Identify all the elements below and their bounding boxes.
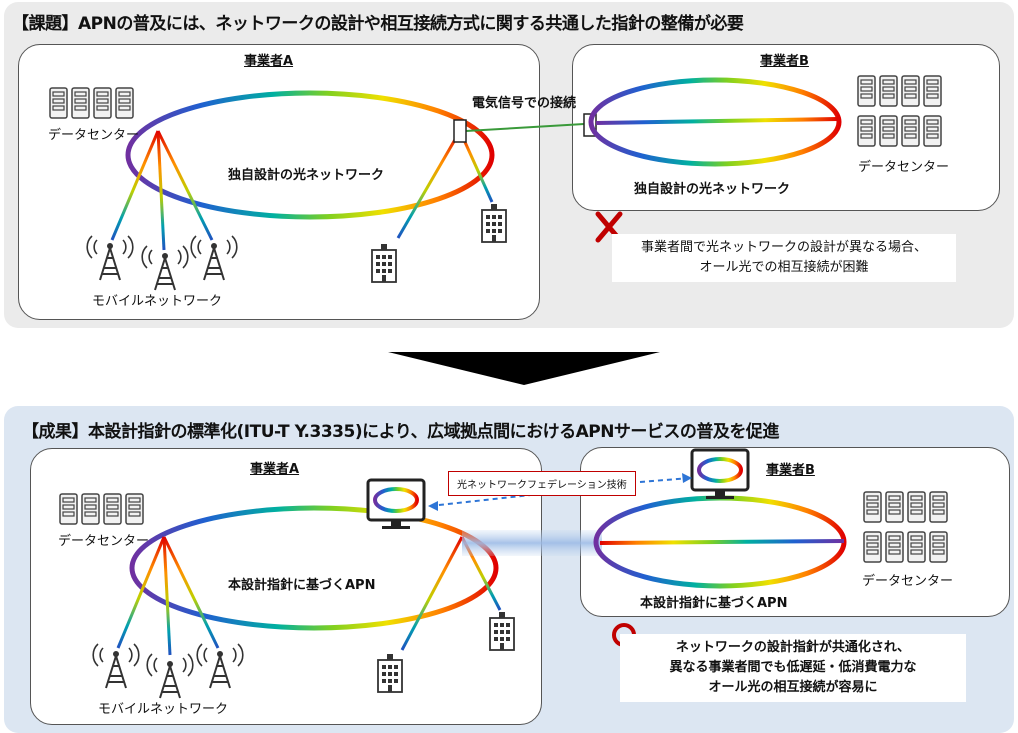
bottom-ring-a — [129, 505, 499, 631]
top-network-a-label: 独自設計の光ネットワーク — [228, 168, 385, 183]
bottom-heading: 【成果】本設計指針の標準化(ITU-T Y.3335)により、広域拠点間における… — [22, 422, 779, 442]
top-heading: 【課題】APNの普及には、ネットワークの設計や相互接続方式に関する共通した指針の… — [12, 14, 744, 34]
bottom-network-b-label: 本設計指針に基づくAPN — [640, 596, 788, 611]
bottom-operator-a-label: 事業者A — [250, 462, 300, 477]
top-dc-a-servers — [49, 87, 134, 119]
bottom-note-line-3: オール光の相互接続が容易に — [708, 680, 878, 695]
top-dc-b-label: データセンター — [858, 160, 950, 175]
bottom-dc-a-label: データセンター — [58, 534, 150, 549]
bottom-dc-b-label: データセンター — [862, 574, 954, 589]
top-operator-b-label: 事業者B — [760, 54, 809, 69]
bottom-note-line-1: ネットワークの設計指針が共通化され、 — [675, 640, 911, 655]
bottom-mobile-label: モバイルネットワーク — [98, 702, 229, 717]
bottom-dc-b-servers — [863, 491, 948, 563]
top-operator-a-label: 事業者A — [244, 54, 294, 69]
bottom-dc-a-servers — [59, 493, 144, 525]
bottom-note: ネットワークの設計指針が共通化され、 異なる事業者間でも低遅延・低消費電力な オ… — [620, 634, 966, 702]
bottom-note-line-2: 異なる事業者間でも低遅延・低消費電力な — [669, 660, 917, 675]
top-node-a — [453, 119, 467, 143]
bottom-network-a-label: 本設計指針に基づくAPN — [228, 578, 376, 593]
top-dc-a-label: データセンター — [48, 128, 140, 143]
top-network-b-label: 独自設計の光ネットワーク — [634, 182, 791, 197]
bottom-operator-b-label: 事業者B — [766, 463, 815, 478]
top-note-line-1: 事業者間で光ネットワークの設計が異なる場合、 — [640, 240, 927, 255]
down-arrow-icon — [388, 352, 660, 385]
top-note-line-2: オール光での相互接続が困難 — [699, 260, 869, 275]
top-ring-a — [125, 90, 495, 220]
electric-link-line — [465, 123, 585, 132]
electric-link-label: 電気信号での接続 — [472, 96, 577, 111]
top-dc-b-servers — [857, 75, 942, 147]
top-mobile-label: モバイルネットワーク — [92, 294, 223, 309]
top-note: 事業者間で光ネットワークの設計が異なる場合、 オール光での相互接続が困難 — [612, 234, 956, 282]
top-chord-b — [595, 117, 839, 125]
top-ring-b — [588, 77, 842, 167]
federation-label: 光ネットワークフェデレーション技術 — [448, 471, 636, 496]
